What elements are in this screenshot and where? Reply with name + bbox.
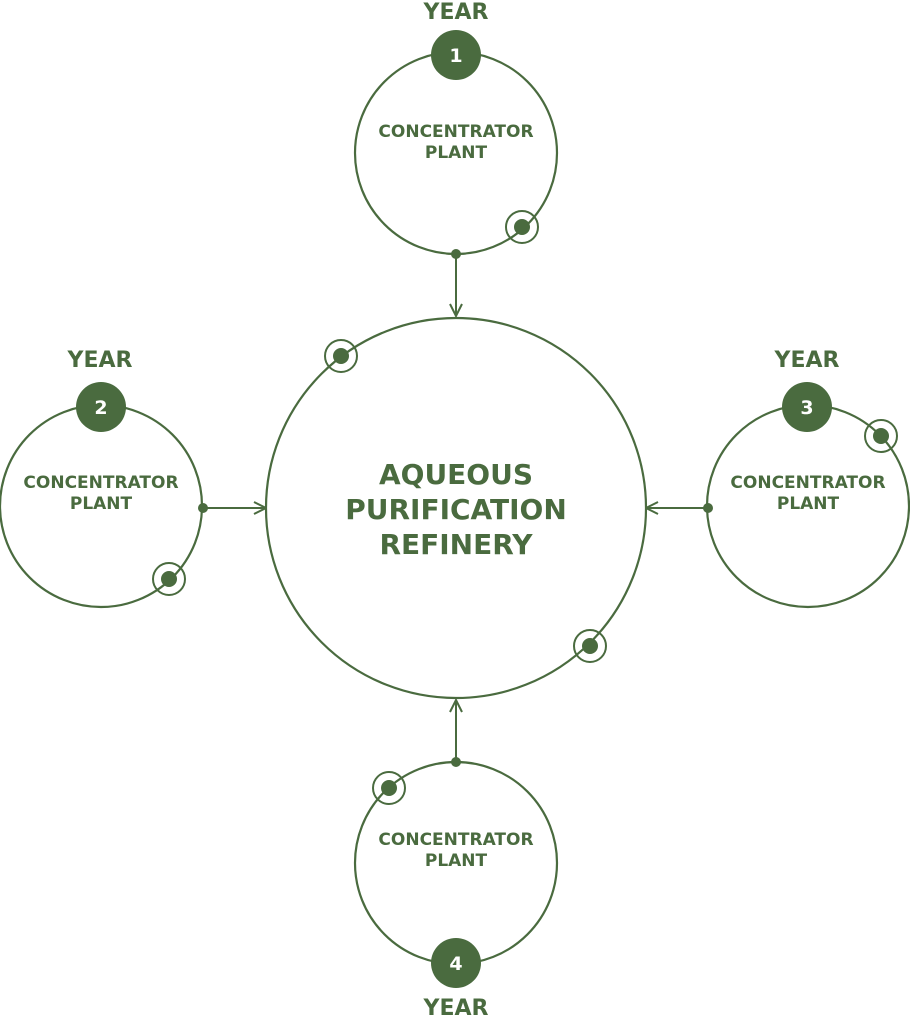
year-number: 3 [800,397,813,419]
plant-label-line: PLANT [425,851,488,871]
plant-orbit-marker [372,771,406,805]
plant-label-line: CONCENTRATOR [23,473,178,493]
plant-orbit-marker [505,210,539,244]
year-badge [782,382,832,432]
year-badge [76,382,126,432]
plant-node-year-3: YEAR 3 CONCENTRATOR PLANT [646,348,910,609]
year-number: 4 [449,953,462,975]
year-number: 2 [94,397,107,419]
plant-label-line: CONCENTRATOR [378,830,533,850]
plant-node-year-2: YEAR 2 CONCENTRATOR PLANT [0,348,266,609]
year-label: YEAR [423,996,489,1018]
year-label: YEAR [423,0,489,25]
refinery-orbit-marker [573,629,607,663]
refinery-node: AQUEOUS PURIFICATION REFINERY [264,316,648,700]
plant-orbit-marker [152,562,186,596]
plant-label-line: PLANT [70,494,133,514]
refinery-label-line: REFINERY [379,528,533,561]
refinery-label-line: AQUEOUS [379,458,533,491]
plant-label-line: PLANT [777,494,840,514]
plant-label-line: CONCENTRATOR [730,473,885,493]
year-label: YEAR [774,348,840,373]
plant-node-year-1: YEAR 1 CONCENTRATOR PLANT [353,0,559,316]
refinery-orbit-marker [324,339,358,373]
plant-label-line: CONCENTRATOR [378,122,533,142]
year-badge [431,938,481,988]
plant-label-line: PLANT [425,143,488,163]
plant-node-year-4: 4 YEAR CONCENTRATOR PLANT [353,700,559,1018]
refinery-label-line: PURIFICATION [345,493,567,526]
year-label: YEAR [67,348,133,373]
year-badge [431,30,481,80]
plant-orbit-marker [864,419,898,453]
year-number: 1 [449,45,462,67]
